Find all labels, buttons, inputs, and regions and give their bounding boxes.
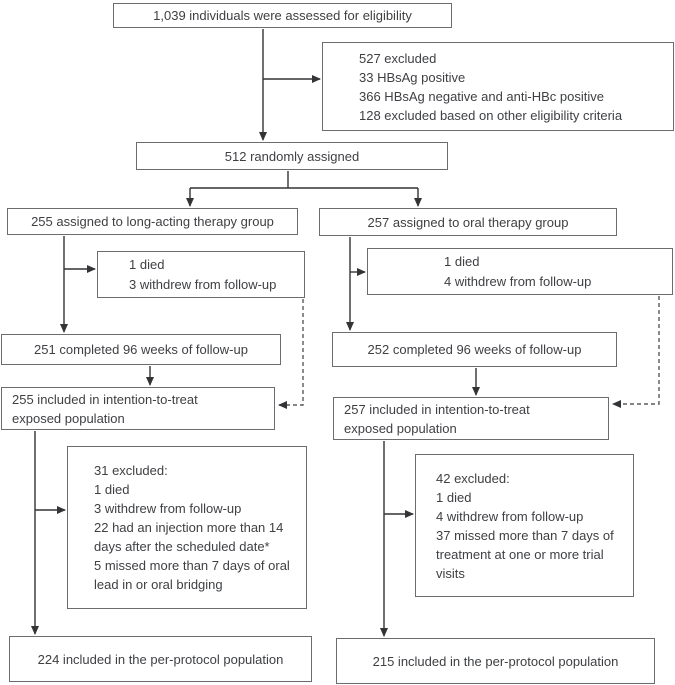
oral-excluded-line: 1 died <box>436 489 472 505</box>
la-excluded-line: 3 withdrew from follow-up <box>94 501 242 516</box>
box-la-group: 255 assigned to long-acting therapy grou… <box>7 208 298 235</box>
oral-excluded-line: treatment at one or more trial visits <box>436 546 604 581</box>
la-withdrawn-line: 1 died <box>129 256 165 272</box>
line-randomized-split <box>190 171 418 189</box>
box-la-per-protocol-text: 224 included in the per-protocol populat… <box>37 651 284 667</box>
box-assessed-text: 1,039 individuals were assessed for elig… <box>153 8 412 23</box>
excluded-top-line: 527 excluded <box>359 50 437 66</box>
box-oral-completed: 252 completed 96 weeks of follow-up <box>332 332 617 367</box>
box-la-completed: 251 completed 96 weeks of follow-up <box>1 334 281 365</box>
la-itt-line: exposed population <box>12 410 125 426</box>
la-excluded-line: 5 missed more than 7 days of oral <box>94 558 290 573</box>
dashed-arrow-la-withdrawn-to-itt <box>278 299 304 409</box>
la-excluded-line: 31 excluded: <box>94 463 168 478</box>
excluded-top-line: 366 HBsAg negative and anti-HBc positive <box>359 88 604 104</box>
box-oral-group-text: 257 assigned to oral therapy group <box>367 214 569 230</box>
box-oral-completed-text: 252 completed 96 weeks of follow-up <box>367 342 582 357</box>
oral-excluded-line: 4 withdrew from follow-up <box>436 508 584 524</box>
oral-excluded-line: 42 excluded: <box>436 470 510 486</box>
oral-excluded-line: 37 missed more than 7 days of <box>436 527 614 543</box>
box-la-per-protocol: 224 included in the per-protocol populat… <box>9 636 312 682</box>
box-assessed: 1,039 individuals were assessed for elig… <box>113 3 452 28</box>
excluded-top-line: 128 excluded based on other eligibility … <box>359 107 623 123</box>
excluded-top-line: 33 HBsAg positive <box>359 69 466 85</box>
box-oral-per-protocol: 215 included in the per-protocol populat… <box>336 638 655 684</box>
box-la-completed-text: 251 completed 96 weeks of follow-up <box>34 342 248 357</box>
box-oral-per-protocol-text: 215 included in the per-protocol populat… <box>372 653 619 669</box>
oral-withdrawn-line: 4 withdrew from follow-up <box>444 273 592 289</box>
box-randomized-text: 512 randomly assigned <box>224 148 360 164</box>
box-la-withdrawn: 1 died 3 withdrew from follow-up <box>97 251 305 298</box>
la-excluded-line: 22 had an injection more than 14 <box>94 520 284 535</box>
box-randomized: 512 randomly assigned <box>136 142 448 170</box>
dashed-arrow-oral-withdrawn-to-itt <box>612 296 660 408</box>
box-oral-withdrawn: 1 died 4 withdrew from follow-up <box>367 248 673 295</box>
box-la-excluded: 31 excluded: 1 died 3 withdrew from foll… <box>67 446 307 609</box>
la-itt-line: 255 included in intention-to-treat <box>12 391 198 407</box>
box-la-itt: 255 included in intention-to-treat expos… <box>1 387 275 430</box>
box-excluded-top: 527 excluded 33 HBsAg positive 366 HBsAg… <box>322 42 674 131</box>
oral-itt-line: exposed population <box>344 420 457 436</box>
box-oral-group: 257 assigned to oral therapy group <box>319 208 617 236</box>
oral-itt-line: 257 included in intention-to-treat <box>344 401 530 417</box>
la-excluded-line: lead in or oral bridging <box>94 577 223 592</box>
la-excluded-line: 1 died <box>94 482 130 497</box>
la-excluded-line: days after the scheduled date* <box>94 539 270 554</box>
oral-withdrawn-line: 1 died <box>444 253 480 269</box>
box-la-group-text: 255 assigned to long-acting therapy grou… <box>31 214 274 229</box>
box-oral-excluded: 42 excluded: 1 died 4 withdrew from foll… <box>415 454 634 597</box>
box-oral-itt: 257 included in intention-to-treat expos… <box>333 397 609 440</box>
la-withdrawn-line: 3 withdrew from follow-up <box>129 276 277 292</box>
